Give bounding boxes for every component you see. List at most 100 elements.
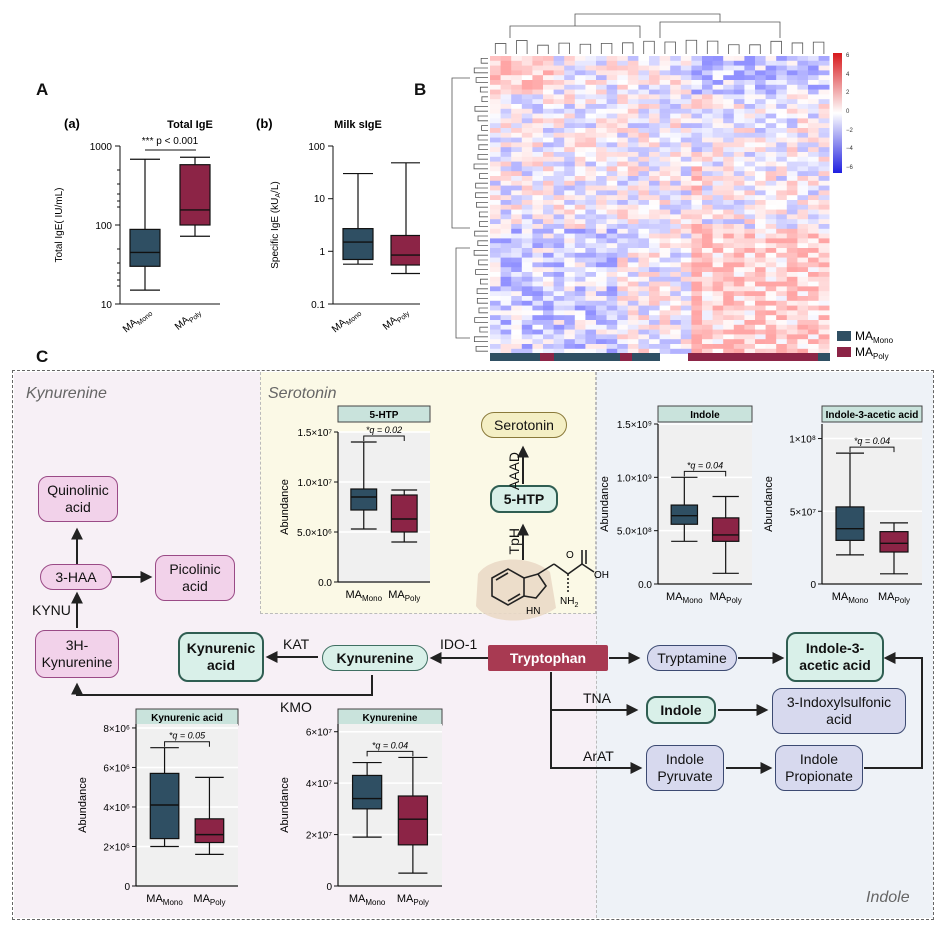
heatmap-cell xyxy=(776,161,788,167)
heatmap-cell xyxy=(553,262,565,268)
heatmap-cell xyxy=(521,305,533,311)
heatmap-cell xyxy=(574,142,586,148)
heatmap-cell xyxy=(808,104,819,110)
heatmap-cell xyxy=(564,267,576,273)
heatmap-cell xyxy=(521,214,533,220)
heatmap-cell xyxy=(585,176,597,182)
heatmap-cell xyxy=(702,200,713,206)
heatmap-cell xyxy=(585,108,597,114)
heatmap-cell xyxy=(564,291,576,297)
heatmap-cell xyxy=(702,190,713,196)
heatmap-cell xyxy=(776,200,788,206)
heatmap-cell xyxy=(543,104,554,110)
heatmap-cell xyxy=(521,286,533,292)
heatmap-cell xyxy=(776,224,788,230)
column-dendrogram-link xyxy=(516,40,528,54)
heatmap-cell xyxy=(776,99,788,105)
heatmap-cell xyxy=(638,348,650,354)
heatmap-cell xyxy=(786,324,798,330)
heatmap-cell xyxy=(596,104,607,110)
heatmap-cell xyxy=(765,334,777,340)
heatmap-cell xyxy=(585,152,597,158)
heatmap-cell xyxy=(596,132,607,138)
heatmap-cell xyxy=(744,248,756,254)
heatmap-cell xyxy=(702,118,713,124)
heatmap-cell xyxy=(606,94,618,100)
heatmap-cell xyxy=(670,180,682,186)
heatmap-cell xyxy=(627,300,639,306)
heatmap-cell xyxy=(553,99,565,105)
heatmap-cell xyxy=(500,142,512,148)
heatmap-cell xyxy=(617,152,629,158)
heatmap-cell xyxy=(617,195,629,201)
column-dendrogram-link xyxy=(664,41,676,54)
heatmap-cell xyxy=(553,204,565,210)
heatmap-cell xyxy=(765,224,777,230)
heatmap-cell xyxy=(564,171,576,177)
heatmap-cell xyxy=(776,243,788,249)
heatmap-cell xyxy=(521,257,533,263)
heatmap-cell xyxy=(511,176,523,182)
heatmap-cell xyxy=(574,94,586,100)
heatmap-cell xyxy=(691,214,703,220)
heatmap-cell xyxy=(680,185,692,191)
heatmap-cell xyxy=(649,243,660,249)
heatmap-cell xyxy=(596,291,607,297)
heatmap-cell xyxy=(564,204,576,210)
heatmap-cell xyxy=(521,200,533,206)
heatmap-cell xyxy=(818,89,830,95)
heatmap-cell xyxy=(786,147,798,153)
heatmap-cell xyxy=(786,171,798,177)
a-tick-100: 100 xyxy=(95,221,112,232)
heatmap-cell xyxy=(659,161,671,167)
heatmap-cell xyxy=(797,281,809,287)
kynacid-bracket xyxy=(164,741,210,747)
heatmap-cell xyxy=(659,344,671,350)
heatmap-cell xyxy=(521,334,533,340)
row-dendrogram-link xyxy=(455,247,470,339)
row-dendrogram-link xyxy=(479,173,488,179)
heatmap-cell xyxy=(627,281,639,287)
heatmap-cell xyxy=(691,128,703,134)
heatmap-cell xyxy=(627,147,639,153)
heatmap-cell xyxy=(733,176,745,182)
heatmap-cell xyxy=(596,142,607,148)
heatmap-cell xyxy=(553,252,565,258)
heatmap-cell xyxy=(702,180,713,186)
heatmap-cell xyxy=(606,224,618,230)
heatmap-cell xyxy=(490,296,501,302)
heatmap-cell xyxy=(617,75,629,81)
heatmap-cell xyxy=(564,324,576,330)
heatmap-cell xyxy=(755,152,766,158)
heatmap-cell xyxy=(511,224,523,230)
heatmap-cell xyxy=(596,56,607,62)
heatmap-cell xyxy=(659,296,671,302)
heatmap-cell xyxy=(797,267,809,273)
heatmap-cell xyxy=(776,219,788,225)
heatmap-cell xyxy=(702,257,713,263)
heatmap-cell xyxy=(606,161,618,167)
heatmap-cell xyxy=(638,190,650,196)
heatmap-cell xyxy=(585,142,597,148)
heatmap-cell xyxy=(797,190,809,196)
heatmap-cell xyxy=(490,257,501,263)
heatmap-cell xyxy=(797,324,809,330)
heatmap-cell xyxy=(596,108,607,114)
heatmap-cell xyxy=(818,300,830,306)
heatmap-cell xyxy=(797,310,809,316)
heatmap-cell xyxy=(733,281,745,287)
heatmap-cell xyxy=(670,113,682,119)
heatmap-cell xyxy=(617,219,629,225)
heatmap-cell xyxy=(691,329,703,335)
indole-tick-3: 0.0 xyxy=(638,580,652,591)
heatmap-cell xyxy=(638,60,650,66)
heatmap-cell xyxy=(638,214,650,220)
heatmap-cell xyxy=(649,171,660,177)
heatmap-cell xyxy=(733,84,745,90)
heatmap-cell xyxy=(649,128,660,134)
heatmap-cell xyxy=(564,161,576,167)
heatmap-cell xyxy=(617,204,629,210)
heatmap-cell xyxy=(691,262,703,268)
chart-indole: Indole1.5×10⁹1.0×10⁹5.0×10⁸0.0Abundance*… xyxy=(599,405,753,605)
